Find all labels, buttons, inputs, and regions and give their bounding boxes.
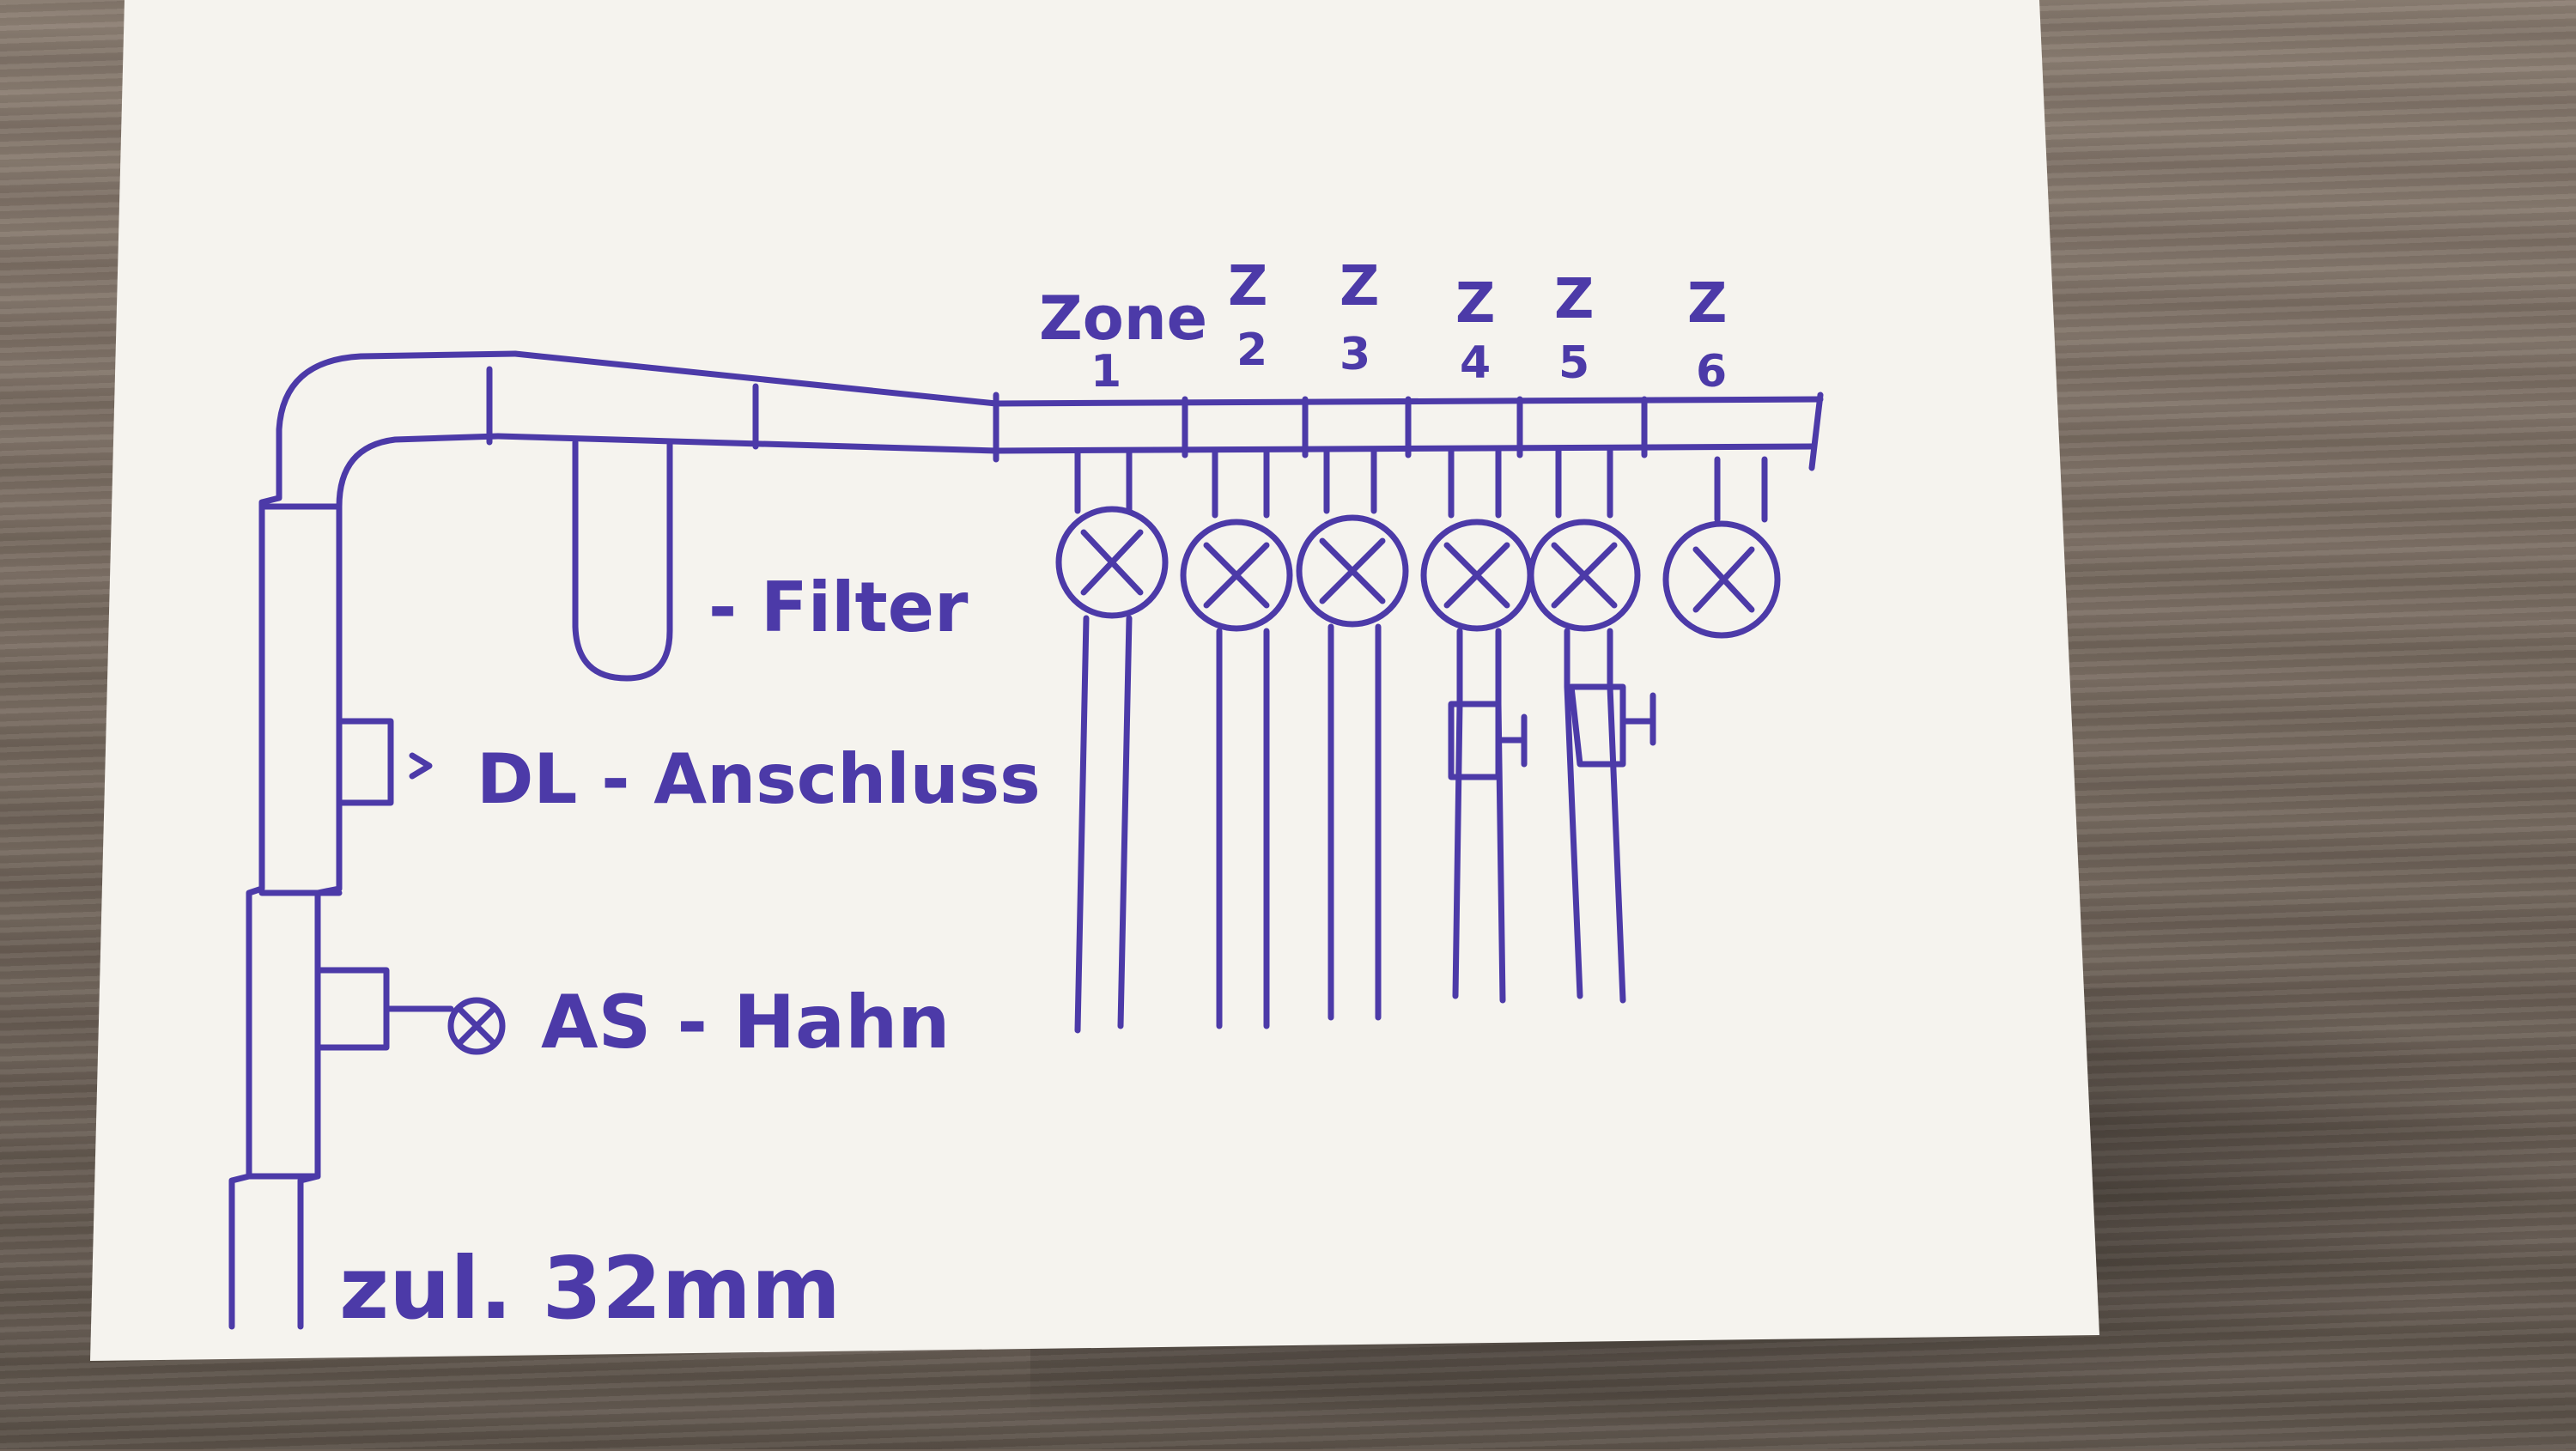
zone-prefix-2: Z <box>1228 255 1267 319</box>
zone-number-5: 5 <box>1558 337 1589 389</box>
filter-label: - Filter <box>708 568 969 647</box>
zone-number-1: 1 <box>1091 346 1121 398</box>
zone-number-3: 3 <box>1340 329 1370 380</box>
zone-valve-6 <box>1662 456 1781 639</box>
zone-prefix-5: Z <box>1554 268 1594 331</box>
dl-connection-fitting <box>336 718 433 806</box>
zone-prefix-6: Z <box>1687 272 1727 336</box>
zone-word-label: Zone <box>1039 283 1207 354</box>
zone-prefix-4: Z <box>1455 272 1495 336</box>
zone-valve-5 <box>1528 447 1656 1004</box>
as-valve-label: AS - Hahn <box>541 980 951 1065</box>
zone-number-2: 2 <box>1236 325 1267 376</box>
zone-valve-2 <box>1180 447 1293 1029</box>
zone-number-6: 6 <box>1696 346 1727 398</box>
as-valve <box>314 967 506 1055</box>
zone-valve-4 <box>1420 447 1534 1004</box>
paper-sheet <box>90 0 2099 1361</box>
supply-label: zul. 32mm <box>339 1238 841 1339</box>
zone-valve-3 <box>1296 447 1409 1021</box>
header-pipe <box>486 350 1824 471</box>
zone-prefix-3: Z <box>1340 255 1379 319</box>
supply-pipe <box>228 350 519 1330</box>
dl-connection-label: DL - Anschluss <box>477 739 1041 819</box>
zone-number-4: 4 <box>1460 337 1491 389</box>
filter-loop <box>572 439 673 682</box>
zone-valve-1 <box>1055 447 1169 1034</box>
